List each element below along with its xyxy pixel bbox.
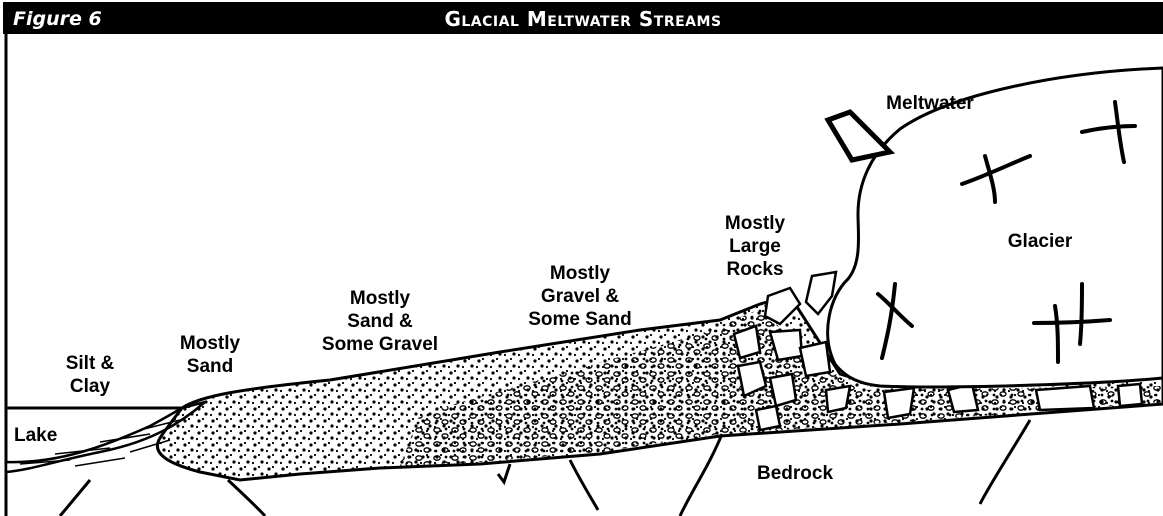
- glacier-outline: [828, 68, 1163, 387]
- label-lake: Lake: [14, 424, 74, 447]
- label-bedrock: Bedrock: [740, 462, 850, 485]
- label-silt-clay: Silt &Clay: [40, 352, 140, 398]
- figure-title: Glacial Meltwater Streams: [3, 7, 1163, 31]
- figure-header: Figure 6 Glacial Meltwater Streams: [3, 2, 1163, 34]
- meltwater-arrow: [828, 112, 890, 160]
- label-glacier: Glacier: [990, 230, 1090, 253]
- label-meltwater: Meltwater: [870, 92, 990, 115]
